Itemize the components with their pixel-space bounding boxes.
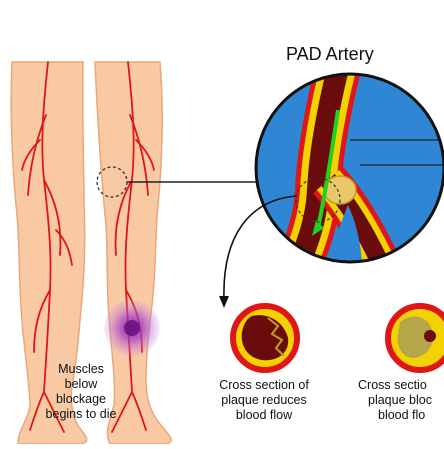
cs2-line-1: Cross sectio [358,378,427,392]
cs2-line-2: plaque bloc [368,393,432,407]
cross-section-2 [385,303,444,373]
cross-section-1 [230,303,300,373]
muscles-line-2: below [64,377,98,391]
curved-arrow [223,195,297,301]
magnified-artery [254,72,444,264]
muscles-line-4: begins to die [45,407,117,421]
left-leg [10,61,88,445]
cs1-line-1: Cross section of [219,378,309,392]
muscles-line-3: blockage [55,392,107,406]
diagram-title: PAD Artery [286,44,374,64]
muscles-callout: Muscles below blockage begins to die [38,362,124,422]
cs2-line-3: blood flo [378,408,426,422]
cross-section-1-caption: Cross section of plaque reduces blood fl… [202,378,326,423]
cross-section-2-caption: Cross sectio plaque bloc blood flo [358,378,444,423]
legs-illustration [10,61,172,445]
muscles-line-1: Muscles [58,362,104,376]
left-leg-arteries [21,61,73,433]
cs1-line-2: plaque reduces [221,393,307,407]
cs1-line-3: blood flow [235,408,293,422]
